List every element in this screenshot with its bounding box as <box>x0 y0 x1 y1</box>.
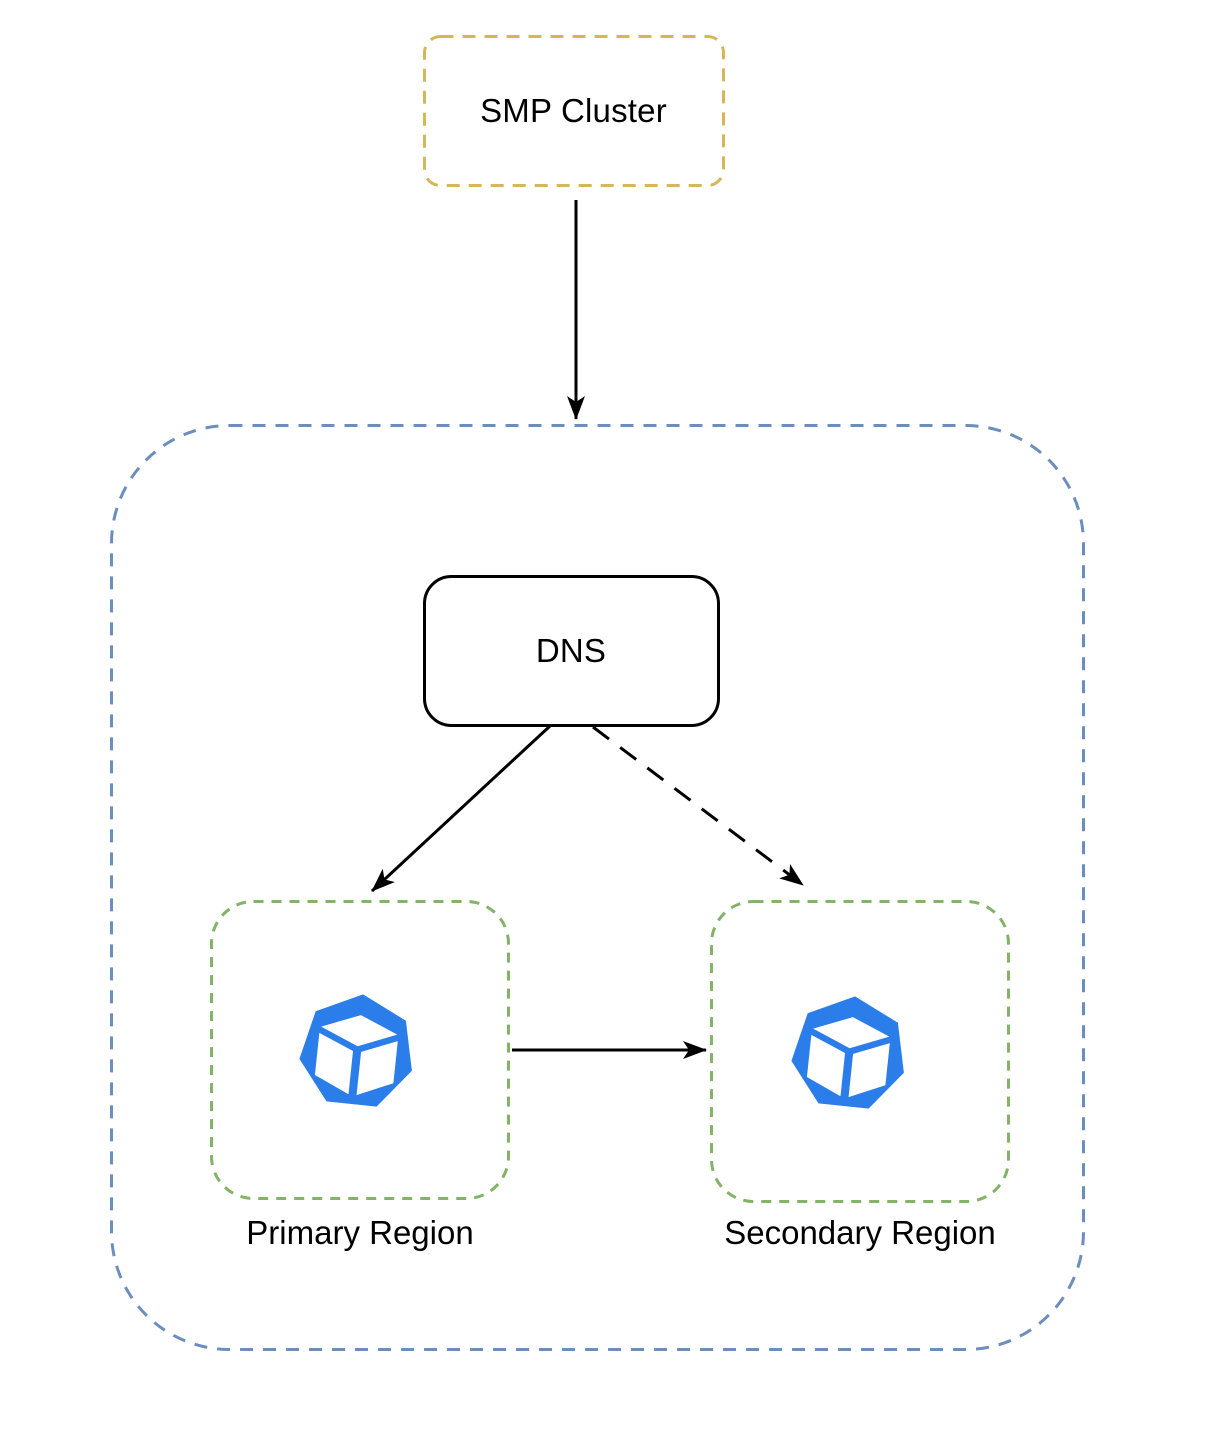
dns-label: DNS <box>535 631 607 669</box>
dns-box <box>423 575 720 727</box>
container-box <box>110 424 1085 1351</box>
secondary-cube-in-heptagon-icon <box>791 996 904 1109</box>
edge-dns-to-secondary <box>592 725 804 887</box>
smp-cluster-label: SMP Cluster <box>480 91 667 129</box>
secondary-region-label: Secondary Region <box>724 1214 996 1251</box>
primary-region-box <box>210 900 510 1200</box>
edge-dns-to-primary <box>370 724 552 893</box>
smp-cluster-box <box>423 35 725 187</box>
secondary-region-box <box>710 900 1010 1203</box>
primary-region-label: Primary Region <box>246 1214 474 1251</box>
primary-cube-in-heptagon-icon <box>299 994 412 1107</box>
